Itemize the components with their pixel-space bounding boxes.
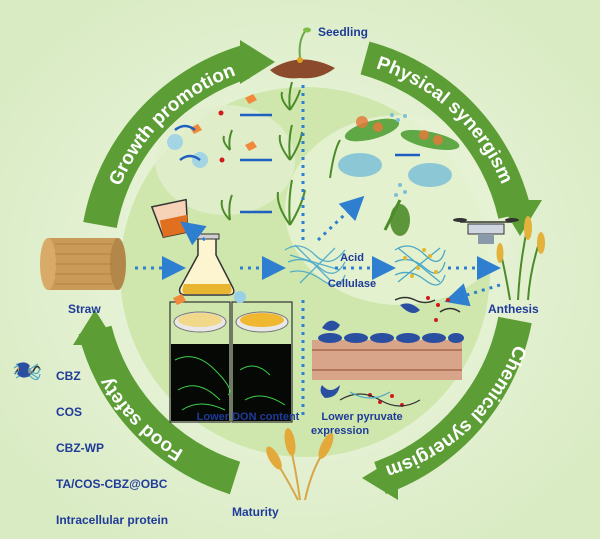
protein-icon xyxy=(12,362,48,532)
physical-leaves xyxy=(329,113,460,236)
right-fiber-network xyxy=(394,245,446,286)
maturity-wheat-icon xyxy=(266,428,334,501)
growth-bars xyxy=(240,113,272,214)
ring-segment-chemical xyxy=(373,316,532,494)
growth-particles xyxy=(167,94,257,168)
ring-segment-growth xyxy=(83,45,251,229)
petri-dish-left xyxy=(169,301,231,423)
ring xyxy=(78,41,532,495)
cellulase-label: Cellulase xyxy=(328,278,376,290)
lower-pyruvate-label-1: Lower pyruvate xyxy=(321,411,402,423)
fiber-marker-dish xyxy=(234,291,246,303)
ring-arrowheads xyxy=(73,40,542,500)
drone-icon xyxy=(453,218,519,244)
ring-arrowhead-1 xyxy=(240,40,275,84)
seedling-label: Seedling xyxy=(318,25,368,39)
ring-arrowhead-2 xyxy=(498,200,542,236)
cbz-wp-marker-dish xyxy=(173,294,186,305)
flask-icon xyxy=(178,233,235,296)
lower-don-label: Lower DON content xyxy=(197,411,300,423)
acid-label: Acid xyxy=(340,252,364,264)
cos-chain-icon xyxy=(12,365,48,424)
fiber-network-icon xyxy=(12,363,48,496)
arrow-network-to-physical xyxy=(316,195,365,242)
legend-label: Intracellular protein xyxy=(56,513,169,527)
legend-item-cbz-wp: CBZ-WP xyxy=(12,364,212,466)
legend: CBZ COS CBZ-WP TA/COS-CBZ@OBC Intracellu… xyxy=(12,358,212,538)
seedling-icon xyxy=(270,27,335,79)
legend-label: COS xyxy=(56,405,83,419)
straw-label: Straw xyxy=(68,302,101,316)
anthesis-label: Anthesis xyxy=(488,302,539,316)
legend-item-cbz: CBZ xyxy=(12,358,212,394)
dotted-arrows xyxy=(135,195,501,307)
lower-pyruvate-label-2: expression xyxy=(311,425,369,437)
legend-item-fiber: TA/COS-CBZ@OBC xyxy=(12,363,212,502)
ring-segment-food xyxy=(78,325,241,495)
inner-highlight-2 xyxy=(155,105,295,215)
arrow-anthesis-to-chemical xyxy=(444,283,501,307)
petri-dish-right xyxy=(231,301,293,423)
straw-bale-icon xyxy=(40,238,126,290)
legend-item-cos: COS xyxy=(12,365,212,430)
legend-item-protein: Intracellular protein xyxy=(12,362,212,538)
center-fiber-network xyxy=(284,244,346,286)
ring-segment-physical xyxy=(360,41,532,219)
cbz-wp-icon xyxy=(12,364,48,460)
ring-arrowhead-3 xyxy=(362,456,398,500)
legend-label: CBZ xyxy=(56,369,81,383)
cell-membrane xyxy=(312,296,464,407)
maturity-label: Maturity xyxy=(232,505,279,519)
ring-arrowhead-4 xyxy=(73,310,117,345)
legend-label: TA/COS-CBZ@OBC xyxy=(56,477,168,491)
legend-label: CBZ-WP xyxy=(56,441,104,455)
